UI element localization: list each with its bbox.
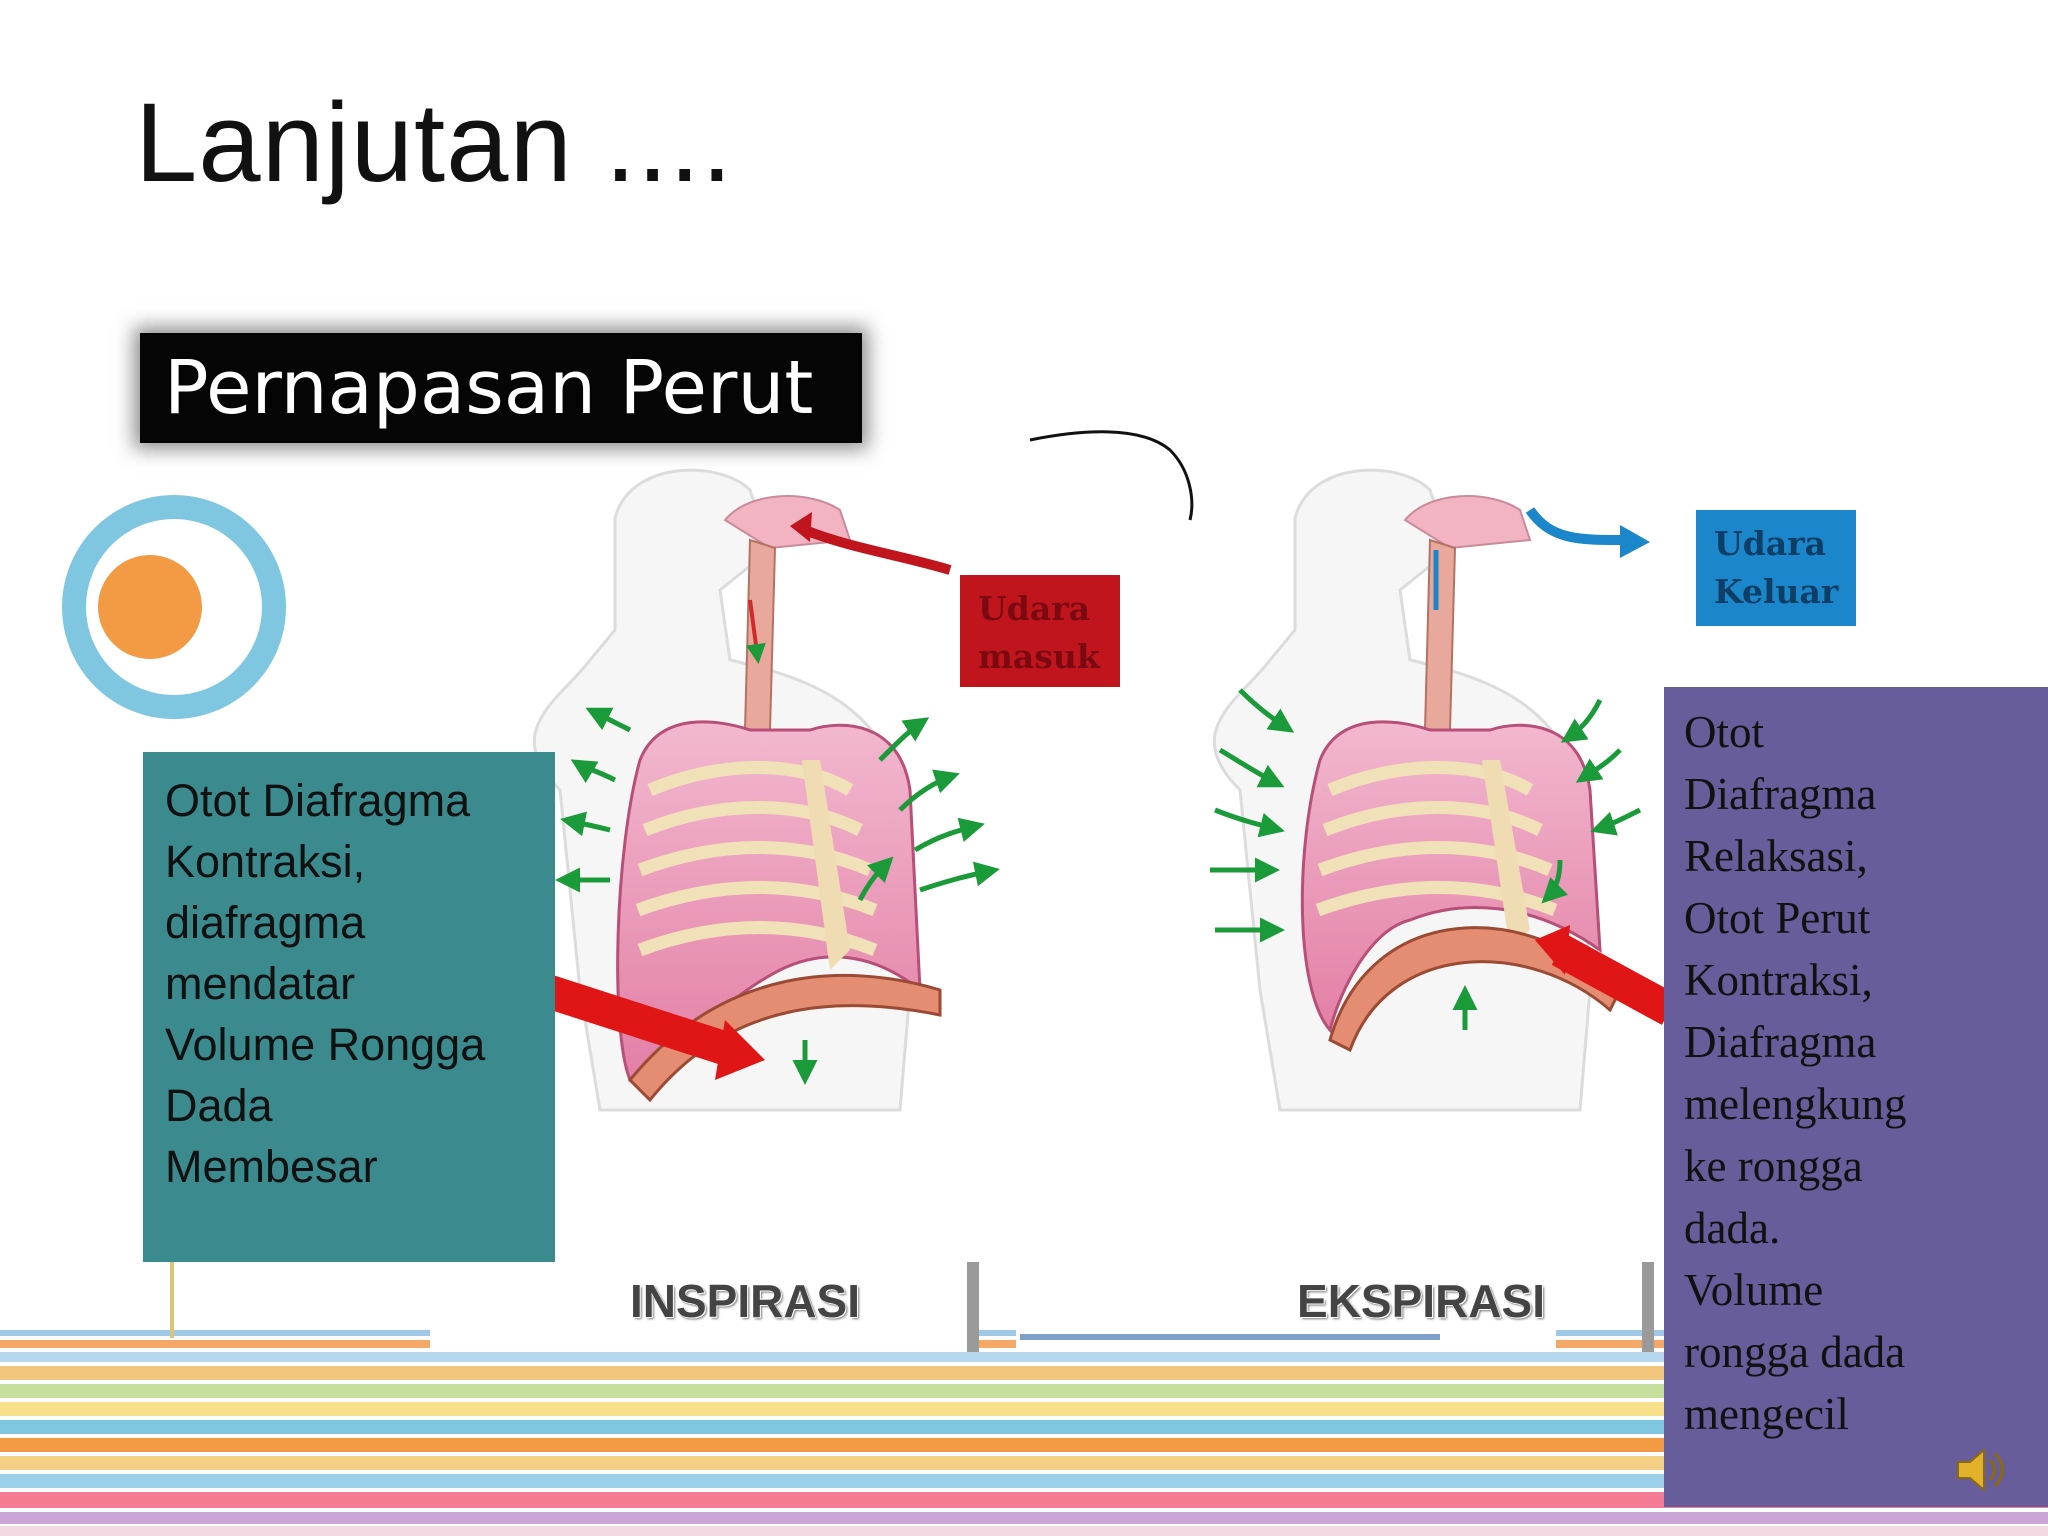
label-strip bbox=[430, 1262, 1654, 1352]
respiration-diagram bbox=[520, 430, 1679, 1112]
left-panel-text: Otot Diafragma Kontraksi, diafragma mend… bbox=[165, 775, 486, 1192]
air-in-caption: Udara masuk bbox=[960, 575, 1120, 687]
right-text-panel: Otot Diafragma Relaksasi, Otot Perut Kon… bbox=[1664, 687, 2048, 1507]
inspiration-label: INSPIRASI bbox=[629, 1275, 861, 1327]
expiration-label: EKSPIRASI bbox=[1297, 1275, 1545, 1327]
decorative-stripes bbox=[0, 1330, 2048, 1536]
right-panel-text: Otot Diafragma Relaksasi, Otot Perut Kon… bbox=[1684, 707, 1907, 1439]
decorative-line bbox=[170, 1258, 174, 1338]
subtitle-box: Pernapasan Perut bbox=[140, 333, 862, 443]
speaker-icon[interactable] bbox=[1950, 1440, 2010, 1500]
air-out-caption: Udara Keluar bbox=[1696, 510, 1856, 626]
decorative-circle-icon bbox=[62, 495, 286, 719]
slide-title: Lanjutan .... bbox=[135, 80, 734, 205]
expiration-figure bbox=[1029, 430, 1679, 1112]
left-text-panel: Otot Diafragma Kontraksi, diafragma mend… bbox=[143, 752, 555, 1262]
inspiration-figure bbox=[520, 468, 1000, 1112]
subtitle-text: Pernapasan Perut bbox=[164, 345, 814, 431]
